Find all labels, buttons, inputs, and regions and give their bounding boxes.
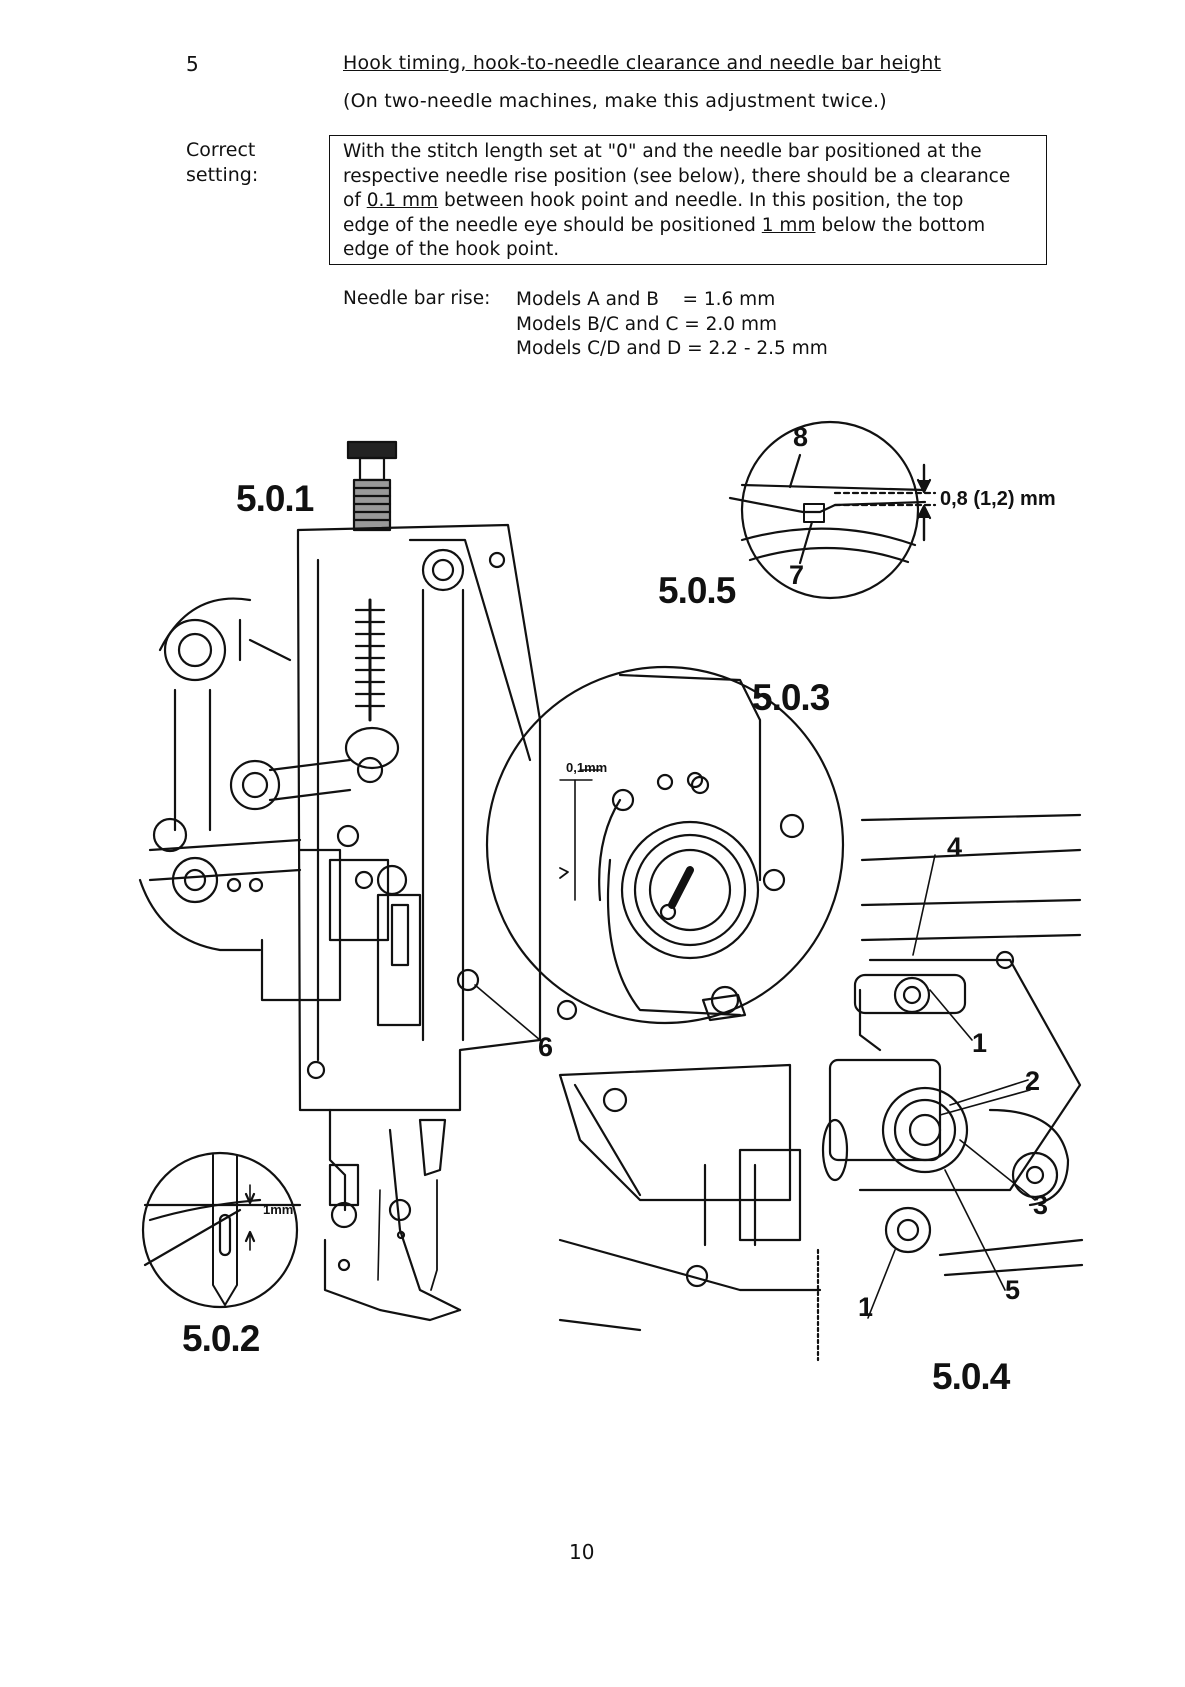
figure-label-5-0-1: 5.0.1 — [236, 478, 314, 519]
section-number: 5 — [186, 52, 199, 76]
figure-label-5-0-2: 5.0.2 — [182, 1318, 260, 1359]
callout-7: 7 — [789, 560, 805, 590]
hook-detail — [485, 665, 845, 1025]
hook-drive-assembly — [558, 813, 1084, 1362]
correct-setting-text: With the stitch length set at "0" and th… — [343, 141, 1011, 261]
correct-setting-label: Correct setting: — [186, 139, 259, 186]
rise-row: Models A and B = 1.6 mm — [516, 289, 776, 310]
correct-setting-box — [329, 135, 1047, 265]
head-casting — [296, 523, 542, 1112]
needle-bar-height-detail — [728, 420, 937, 600]
callout-6: 6 — [538, 1032, 554, 1062]
eye-offset-value: 1 mm — [761, 214, 816, 236]
presser-foot — [323, 1108, 462, 1322]
section-heading: Hook timing, hook-to-needle clearance an… — [343, 52, 942, 74]
callout-1-lower: 1 — [858, 1292, 874, 1322]
callout-8: 8 — [793, 422, 809, 452]
callout-3: 3 — [1033, 1190, 1049, 1220]
needle-bar-height-measurement: 0,8 (1,2) mm — [940, 488, 1056, 510]
callout-leaders — [474, 854, 1036, 1319]
rise-row: Models B/C and C = 2.0 mm — [516, 313, 777, 335]
clearance-value: 0.1 mm — [366, 190, 439, 212]
page-number: 10 — [569, 1540, 595, 1564]
figure-label-5-0-3: 5.0.3 — [752, 677, 830, 718]
needle-bar-top — [346, 440, 398, 532]
needle-eye-measurement: 1mm — [263, 1202, 294, 1217]
section-subheading: (On two-needle machines, make this adjus… — [343, 90, 887, 112]
callout-4: 4 — [947, 832, 963, 862]
callout-1-upper: 1 — [972, 1028, 988, 1058]
needle-bar-rise-label: Needle bar rise: — [343, 288, 491, 309]
callout-2: 2 — [1025, 1066, 1041, 1096]
hook-clearance-measurement: 0,1mm — [566, 760, 608, 775]
figure-label-5-0-4: 5.0.4 — [932, 1356, 1010, 1397]
needle-bar-rise-list: Models A and B = 1.6 mm Models B/C and C… — [516, 288, 828, 362]
linkage-arms — [138, 597, 352, 1002]
rise-row: Models C/D and D = 2.2 - 2.5 mm — [516, 338, 828, 359]
callout-5: 5 — [1005, 1275, 1021, 1305]
figure-label-5-0-5: 5.0.5 — [658, 570, 736, 611]
needle-eye-detail — [141, 1151, 302, 1309]
